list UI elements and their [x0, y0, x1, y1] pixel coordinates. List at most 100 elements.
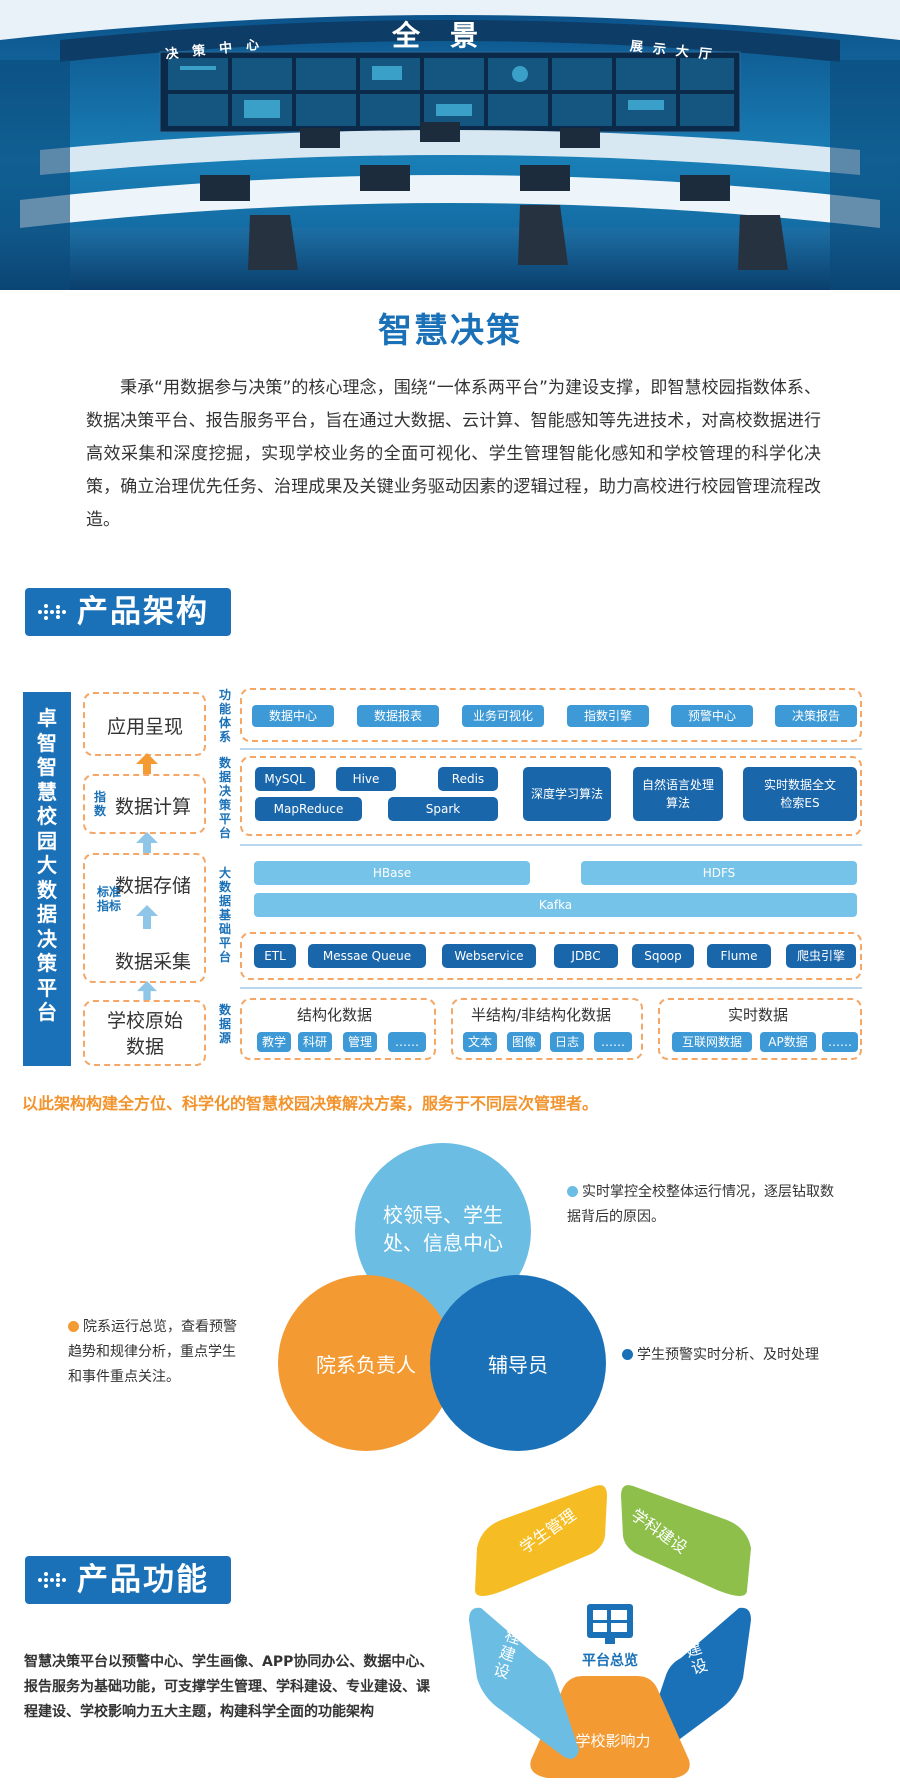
section-title-functions: 产品功能 — [77, 1562, 209, 1598]
venn-note-top: 实时掌控全校整体运行情况，逐层钻取数据背后的原因。 — [567, 1180, 837, 1230]
venn-top-label: 校领导、学生处、信息中心 — [383, 1203, 503, 1255]
layer-compute: 指数 数据计算 — [83, 774, 206, 834]
layer-app-label: 应用呈现 — [107, 716, 184, 738]
collect-item: Flume — [707, 944, 771, 968]
source-item: …… — [822, 1032, 858, 1052]
source-item: 文本 — [463, 1032, 497, 1052]
venn-note-right-text: 学生预警实时分析、及时处理 — [637, 1347, 819, 1363]
func-item: 数据中心 — [252, 705, 334, 727]
store-hdfs: HDFS — [581, 861, 857, 885]
hero-center-sign: 全景 — [391, 19, 508, 52]
collect-item: 爬虫引擎 — [786, 944, 856, 968]
source-realtime: 实时数据 互联网数据 AP数据 …… — [658, 998, 862, 1060]
arrow-up-blue-icon — [136, 832, 158, 856]
layer-compute-label: 数据计算 — [115, 796, 192, 818]
row-label-source: 数据源 — [218, 1003, 231, 1045]
petal-student — [475, 1485, 607, 1596]
func-item: 数据报表 — [357, 705, 439, 727]
func-row — [240, 688, 862, 742]
arrow-dots-icon — [38, 604, 66, 620]
source-item: 科研 — [298, 1032, 332, 1052]
architecture-note: 以此架构构建全方位、科学化的智慧校园决策解决方案，服务于不同层次管理者。 — [22, 1094, 599, 1113]
source-item: …… — [388, 1032, 426, 1052]
venn-left-circle: 院系负责人 — [278, 1275, 454, 1451]
venn-note-left: 院系运行总览，查看预警趋势和规律分析，重点学生和事件重点关注。 — [68, 1315, 248, 1390]
layer-source-label: 学校原始数据 — [106, 1010, 183, 1058]
source-item: 互联网数据 — [672, 1032, 752, 1052]
decision-row — [240, 756, 862, 836]
decision-spark: Spark — [388, 797, 498, 821]
layer-compute-tag: 指数 — [93, 790, 106, 818]
platform-name-bar: 卓智智慧校园大数据决策平台 — [23, 692, 71, 1066]
venn-right-circle: 辅导员 — [430, 1275, 606, 1451]
arrow-up-blue-icon-2 — [136, 905, 158, 929]
source-item: …… — [594, 1032, 632, 1052]
divider — [240, 844, 862, 846]
func-item: 业务可视化 — [462, 705, 544, 727]
bullet-dot — [68, 1321, 79, 1332]
collect-item: JDBC — [554, 944, 618, 968]
venn-left-label: 院系负责人 — [316, 1353, 416, 1377]
section-banner-functions: 产品功能 — [25, 1556, 231, 1604]
platform-name: 卓智智慧校园大数据决策平台 — [37, 706, 57, 1024]
divider — [240, 987, 862, 989]
arrow-up-blue-icon-3 — [136, 981, 158, 1003]
functions-pentagon-diagram — [469, 1485, 751, 1778]
layer-app: 应用呈现 — [83, 692, 206, 756]
divider — [240, 748, 862, 750]
arrow-dots-icon — [38, 1572, 66, 1588]
venn-note-right: 学生预警实时分析、及时处理 — [622, 1343, 892, 1368]
venn-note-left-text: 院系运行总览，查看预警趋势和规律分析，重点学生和事件重点关注。 — [68, 1319, 237, 1385]
collect-item: ETL — [254, 944, 296, 968]
collect-item: Messae Queue — [308, 944, 426, 968]
collect-row — [240, 932, 862, 980]
decision-mysql: MySQL — [255, 767, 315, 791]
source-item: AP数据 — [760, 1032, 816, 1052]
store-hbase: HBase — [254, 861, 530, 885]
source-item: 日志 — [550, 1032, 584, 1052]
source-title: 结构化数据 — [297, 1006, 373, 1024]
row-label-func: 功能体系 — [218, 688, 231, 744]
decision-hive: Hive — [336, 767, 396, 791]
petal-course — [469, 1607, 579, 1759]
functions-description: 智慧决策平台以预警中心、学生画像、APP协同办公、数据中心、报告服务为基础功能，… — [24, 1654, 434, 1720]
layer-collect-label: 数据采集 — [115, 951, 192, 973]
row-label-decision: 数据决策平台 — [218, 756, 231, 840]
section-title-architecture: 产品架构 — [77, 594, 209, 630]
decision-nlp: 自然语言处理算法 — [633, 767, 723, 821]
page-title: 智慧决策 — [378, 311, 522, 351]
source-item: 管理 — [343, 1032, 377, 1052]
control-room-illustration — [0, 0, 900, 290]
section-banner-architecture: 产品架构 — [25, 588, 231, 636]
source-semi: 半结构/非结构化数据 文本 图像 日志 …… — [451, 998, 643, 1060]
monitor-icon — [587, 1604, 633, 1644]
decision-mapreduce: MapReduce — [255, 797, 362, 821]
collect-item: Sqoop — [632, 944, 694, 968]
source-item: 图像 — [507, 1032, 541, 1052]
source-structured: 结构化数据 教学 科研 管理 …… — [240, 998, 436, 1060]
decision-es: 实时数据全文检索ES — [743, 767, 857, 821]
decision-deep-learning: 深度学习算法 — [523, 767, 611, 821]
venn-note-top-text: 实时掌控全校整体运行情况，逐层钻取数据背后的原因。 — [567, 1184, 834, 1225]
arrow-up-orange-icon — [136, 753, 158, 777]
layer-source: 学校原始数据 — [83, 1000, 206, 1066]
bullet-dot — [567, 1186, 578, 1197]
func-item: 指数引擎 — [567, 705, 649, 727]
petal-influence-label: 学校影响力 — [575, 1732, 651, 1750]
venn-right-label: 辅导员 — [488, 1353, 548, 1377]
pentagon-center-label: 平台总览 — [582, 1653, 638, 1669]
source-title: 半结构/非结构化数据 — [471, 1006, 612, 1024]
source-title: 实时数据 — [728, 1006, 789, 1024]
func-item: 预警中心 — [671, 705, 753, 727]
layer-std-tag: 标准指标 — [96, 885, 121, 913]
collect-item: Webservice — [442, 944, 536, 968]
store-kafka: Kafka — [254, 893, 857, 917]
source-item: 教学 — [257, 1032, 291, 1052]
bullet-dot — [622, 1349, 633, 1360]
hero-banner-image: 全景 决策中心 展示大厅 — [0, 0, 900, 290]
intro-paragraph: 秉承“用数据参与决策”的核心理念，围绕“一体系两平台”为建设支撑，即智慧校园指数… — [86, 378, 821, 530]
row-label-bigdata: 大数据基础平台 — [218, 866, 231, 964]
func-item: 决策报告 — [775, 705, 857, 727]
decision-redis: Redis — [438, 767, 498, 791]
layer-store-label: 数据存储 — [115, 875, 192, 897]
